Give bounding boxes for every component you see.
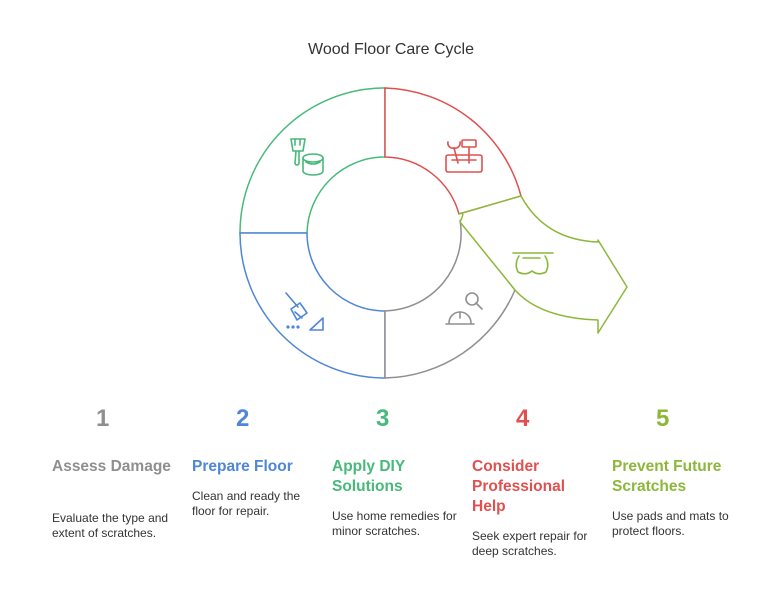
segment-professional-help xyxy=(384,87,522,215)
broom-dustpan-icon xyxy=(285,292,324,331)
step-heading: Assess Damage xyxy=(52,458,171,475)
step-number: 1 xyxy=(96,405,110,432)
step-heading: Prepare Floor xyxy=(192,458,293,475)
step-number: 3 xyxy=(376,405,390,432)
step-heading: Consider Professional Help xyxy=(472,458,566,515)
step-description: Evaluate the type and extent of scratche… xyxy=(52,511,169,540)
paintbrush-paint-icon xyxy=(290,138,324,176)
step-description: Use home remedies for minor scratches. xyxy=(332,509,457,538)
step-number: 5 xyxy=(656,405,670,432)
toolbox-icon xyxy=(445,139,483,173)
step-assess-damage: 1 Assess Damage Evaluate the type and ex… xyxy=(52,405,182,540)
step-number: 2 xyxy=(236,405,250,432)
step-prepare-floor: 2 Prepare Floor Clean and ready the floo… xyxy=(192,405,322,518)
rug-mat-icon xyxy=(512,252,554,275)
step-heading: Prevent Future Scratches xyxy=(612,458,722,495)
diagram-title: Wood Floor Care Cycle xyxy=(308,41,474,58)
segment-assess-damage xyxy=(384,219,516,379)
segment-prevent-arrow xyxy=(458,195,628,334)
step-prevent-scratches: 5 Prevent Future Scratches Use pads and … xyxy=(612,405,742,538)
step-description: Clean and ready the floor for repair. xyxy=(192,489,301,518)
step-professional-help: 4 Consider Professional Help Seek expert… xyxy=(472,405,602,558)
step-heading: Apply DIY Solutions xyxy=(332,458,405,495)
step-description: Use pads and mats to protect floors. xyxy=(612,509,729,538)
step-number: 4 xyxy=(516,405,530,432)
segment-prepare-floor xyxy=(239,232,386,379)
segment-apply-diy xyxy=(239,87,386,234)
step-description: Seek expert repair for deep scratches. xyxy=(472,529,588,558)
step-apply-diy: 3 Apply DIY Solutions Use home remedies … xyxy=(332,405,462,538)
inspection-helmet-icon xyxy=(445,292,483,325)
